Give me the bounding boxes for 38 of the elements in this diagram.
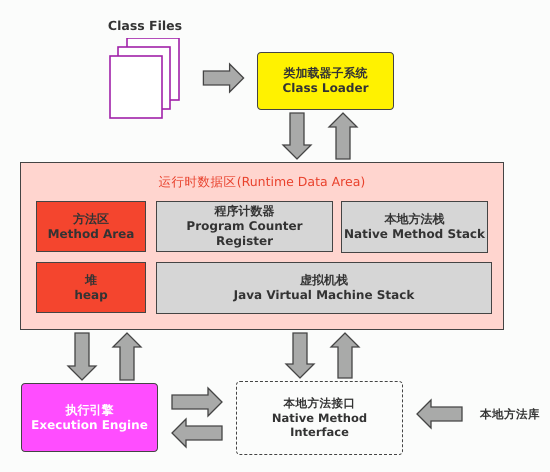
block-arrow [284,332,316,379]
box-label: 执行引擎 [66,402,114,418]
box-label: Method Area [48,226,134,242]
interface-box [236,381,403,455]
files-label: Class Files [108,18,182,34]
box-label: 堆 [85,272,97,288]
memory-area-box [36,201,146,252]
box-label: 程序计数器 [214,204,274,219]
block-arrow [329,332,361,379]
box-label: Native Method Interface [270,410,368,440]
block-arrow [66,332,98,381]
loader-box [257,52,394,110]
box-label: Java Virtual Machine Stack [234,288,414,303]
box-label: Native Method Stack [344,227,486,242]
block-arrow [416,398,463,430]
memory-area-box [156,201,333,252]
memory-area-box [36,262,146,313]
box-label: 虚拟机栈 [300,273,348,288]
runtime-area-panel [20,162,504,330]
block-arrow [281,112,313,160]
box-label: 本地方法接口 [284,396,356,411]
box-label: heap [74,288,108,302]
block-arrow [327,112,359,160]
block-arrow [202,62,245,94]
memory-area-box [341,201,488,253]
block-arrow [171,417,223,449]
box-label: Program Counter Register [185,219,304,249]
block-arrow [171,386,223,418]
block-arrow [111,332,143,381]
box-label: 方法区 [73,212,109,226]
box-label: Class Loader [282,81,369,96]
memory-area-box [156,262,492,314]
box-label: Execution Engine [31,418,148,432]
library-label: 本地方法库 [480,406,540,422]
box-label: 类加载器子系统 [284,66,368,81]
panel-title: 运行时数据区(Runtime Data Area) [158,174,366,190]
box-label: 本地方法栈 [384,212,444,227]
engine-box [21,383,158,452]
